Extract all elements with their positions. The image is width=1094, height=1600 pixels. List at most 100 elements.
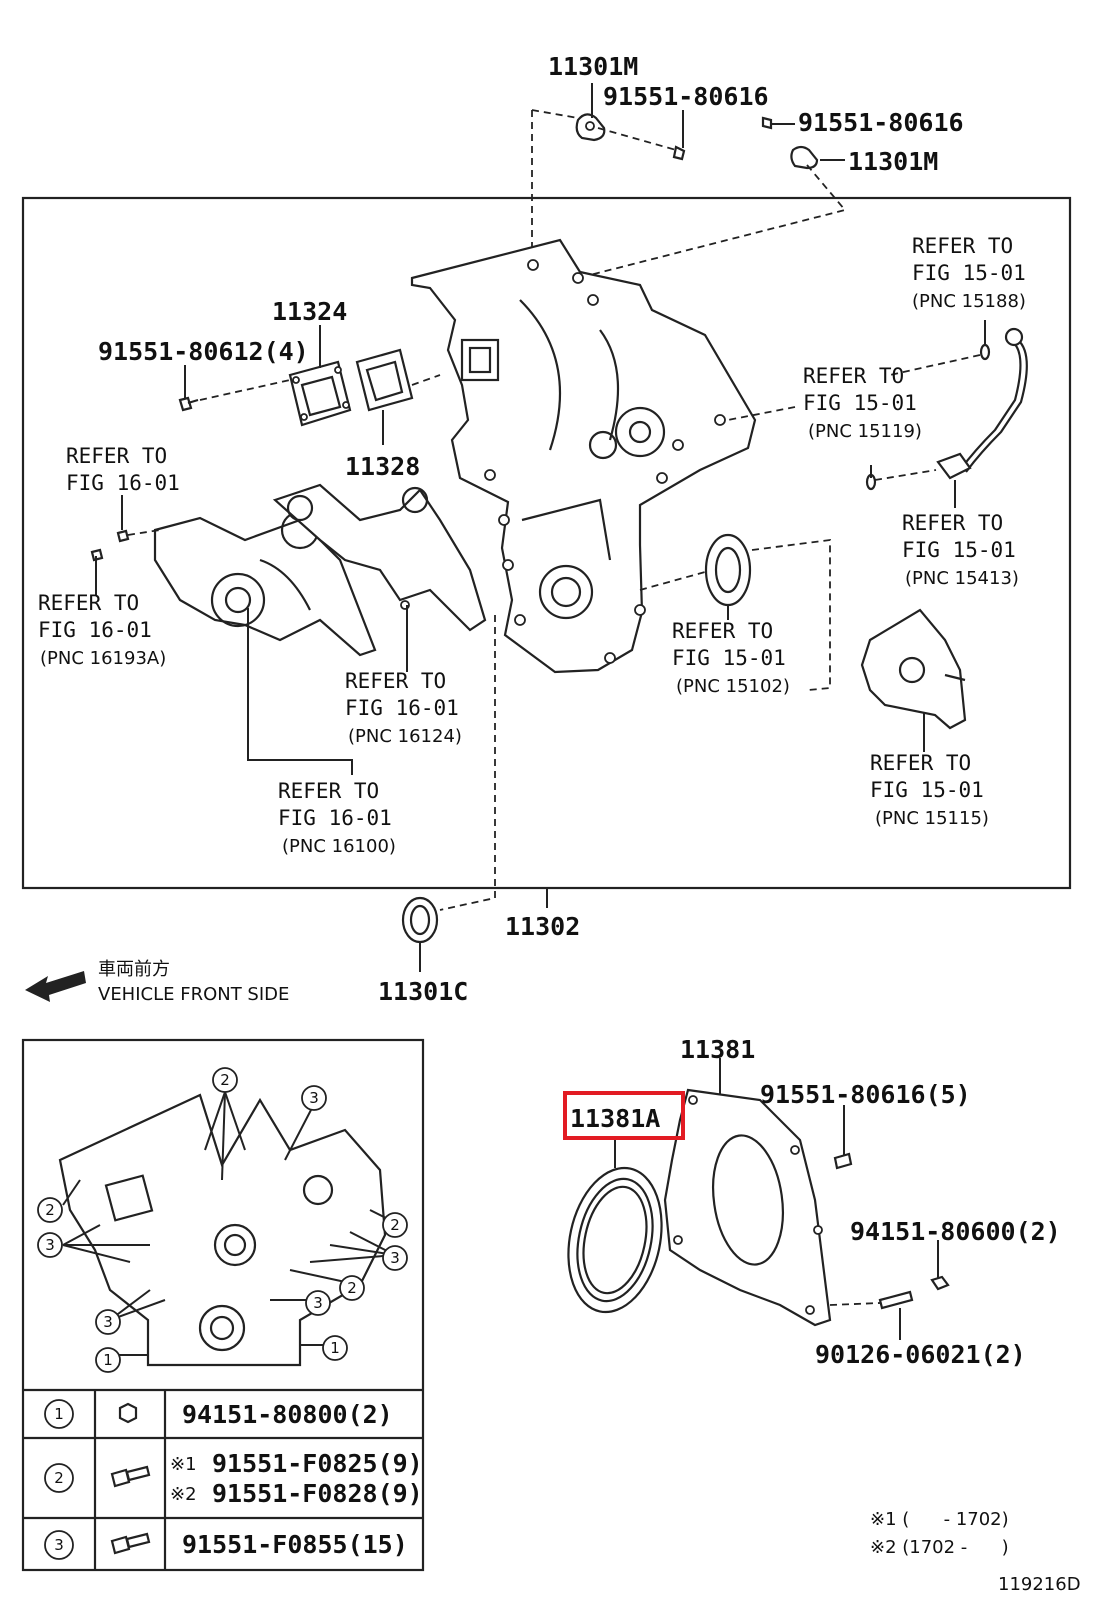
nut-94151-80600[interactable]	[930, 1275, 950, 1291]
vehicle-front-en: VEHICLE FRONT SIDE	[98, 984, 289, 1005]
note-1: ※1 ( - 1702)	[870, 1509, 1009, 1530]
vehicle-front-jp: 車両前方	[98, 959, 170, 980]
flange-bolt-icon	[110, 1532, 151, 1555]
label-11301C[interactable]: 11301C	[378, 977, 468, 1006]
svg-text:(PNC 15188): (PNC 15188)	[912, 291, 1026, 312]
highlight-box-11381A	[563, 1091, 685, 1140]
svg-text:REFER TO: REFER TO	[902, 511, 1003, 535]
svg-text:1: 1	[103, 1351, 113, 1369]
svg-text:3: 3	[45, 1236, 55, 1254]
svg-text:(PNC 15102): (PNC 15102)	[676, 676, 790, 697]
bolt-91551-80616-b[interactable]	[761, 116, 795, 130]
inset-callouts: 2 3 2 3 2 3 2 3 3 1 1	[37, 1067, 408, 1373]
svg-text:FIG 16-01: FIG 16-01	[278, 806, 392, 830]
svg-text:REFER TO: REFER TO	[803, 364, 904, 388]
ref-15115[interactable]: REFER TO FIG 15-01 (PNC 15115)	[870, 751, 989, 829]
ref-15413[interactable]: REFER TO FIG 15-01 (PNC 15413)	[902, 511, 1019, 589]
bolt-91551-80616-5[interactable]	[833, 1140, 853, 1170]
legend-row-2-num: 2	[54, 1469, 64, 1487]
svg-text:REFER TO: REFER TO	[912, 234, 1013, 258]
nut-icon	[118, 1402, 138, 1424]
svg-text:1: 1	[330, 1339, 340, 1357]
svg-text:(PNC 15119): (PNC 15119)	[808, 421, 922, 442]
label-11324[interactable]: 11324	[272, 297, 347, 326]
figure-id: 119216D	[998, 1574, 1081, 1595]
ref-15102[interactable]: REFER TO FIG 15-01 (PNC 15102)	[672, 619, 790, 697]
ref-16124[interactable]: REFER TO FIG 16-01 (PNC 16124)	[345, 669, 462, 747]
legend-row-3-num: 3	[54, 1536, 64, 1554]
ref-16-01[interactable]: REFER TO FIG 16-01	[66, 444, 180, 495]
svg-text:FIG 15-01: FIG 15-01	[870, 778, 984, 802]
svg-text:3: 3	[309, 1089, 319, 1107]
stud-90126-06021[interactable]	[878, 1290, 914, 1310]
ref-16100[interactable]: REFER TO FIG 16-01 (PNC 16100)	[278, 779, 396, 857]
svg-text:(PNC 16124): (PNC 16124)	[348, 726, 462, 747]
label-91551-80616-a[interactable]: 91551-80616	[603, 82, 769, 111]
bolts-refer-16-01[interactable]	[90, 529, 130, 562]
svg-text:2: 2	[347, 1279, 357, 1297]
svg-text:2: 2	[390, 1216, 400, 1234]
inset-frame	[21, 1038, 425, 1572]
svg-text:REFER TO: REFER TO	[345, 669, 446, 693]
legend-row-2: 2 ※1 91551-F0825(9) ※2 91551-F0828(9)	[44, 1449, 423, 1508]
svg-text:FIG 15-01: FIG 15-01	[672, 646, 786, 670]
svg-text:REFER TO: REFER TO	[66, 444, 167, 468]
legend-row-3-part: 91551-F0855(15)	[182, 1530, 408, 1559]
timing-chain-cover[interactable]	[410, 238, 757, 674]
oil-pipe[interactable]	[936, 327, 1028, 480]
stud-15188[interactable]	[979, 343, 991, 361]
svg-text:REFER TO: REFER TO	[672, 619, 773, 643]
svg-text:3: 3	[390, 1249, 400, 1267]
label-11302[interactable]: 11302	[505, 912, 580, 941]
bolt-91551-80616-a[interactable]	[672, 145, 686, 161]
svg-text:REFER TO: REFER TO	[38, 591, 139, 615]
label-91551-80616-b[interactable]: 91551-80616	[798, 108, 964, 137]
svg-text:FIG 15-01: FIG 15-01	[803, 391, 917, 415]
svg-text:REFER TO: REFER TO	[278, 779, 379, 803]
legend-row-1-part: 94151-80800(2)	[182, 1400, 393, 1429]
svg-text:FIG 15-01: FIG 15-01	[912, 261, 1026, 285]
label-11301M-right[interactable]: 11301M	[848, 147, 938, 176]
label-91551-80616-5[interactable]: 91551-80616(5)	[760, 1080, 971, 1109]
svg-text:FIG 15-01: FIG 15-01	[902, 538, 1016, 562]
svg-text:3: 3	[103, 1313, 113, 1331]
label-11301M-top[interactable]: 11301M	[548, 52, 638, 81]
legend-row-2-part-1: 91551-F0825(9)	[212, 1449, 423, 1478]
note-2: ※2 (1702 - )	[870, 1537, 1009, 1558]
crank-pulley-seal[interactable]	[704, 533, 752, 607]
seal-11301C[interactable]	[401, 896, 439, 944]
label-91551-80612[interactable]: 91551-80612(4)	[98, 337, 309, 366]
svg-text:REFER TO: REFER TO	[870, 751, 971, 775]
vehicle-front-arrow-icon	[25, 971, 86, 1002]
oil-pump[interactable]	[860, 608, 967, 730]
water-pump-gasket[interactable]	[272, 483, 487, 632]
label-11381[interactable]: 11381	[680, 1035, 755, 1064]
svg-text:(PNC 15413): (PNC 15413)	[905, 568, 1019, 589]
gasket-11324[interactable]	[288, 360, 352, 427]
svg-text:3: 3	[313, 1294, 323, 1312]
sensor-11301M-right[interactable]	[790, 145, 845, 170]
ref-15119[interactable]: REFER TO FIG 15-01 (PNC 15119)	[803, 364, 922, 442]
label-11328[interactable]: 11328	[345, 452, 420, 481]
svg-text:(PNC 15115): (PNC 15115)	[875, 808, 989, 829]
rear-oil-seal-11381A[interactable]	[556, 1159, 674, 1321]
label-11381A[interactable]: 11381A	[570, 1104, 660, 1133]
svg-text:2: 2	[45, 1201, 55, 1219]
svg-text:(PNC 16100): (PNC 16100)	[282, 836, 396, 857]
legend-row-3: 3 91551-F0855(15)	[44, 1530, 408, 1560]
ref-16193A[interactable]: REFER TO FIG 16-01 (PNC 16193A)	[38, 591, 166, 669]
svg-text:2: 2	[220, 1071, 230, 1089]
oil-seal-retainer-11381[interactable]	[663, 1088, 832, 1327]
bolt-91551-80612[interactable]	[178, 396, 199, 412]
gasket-11328[interactable]	[355, 348, 414, 412]
svg-text:FIG 16-01: FIG 16-01	[345, 696, 459, 720]
svg-text:FIG 16-01: FIG 16-01	[66, 471, 180, 495]
flange-bolt-icon	[110, 1465, 151, 1488]
ref-15188[interactable]: REFER TO FIG 15-01 (PNC 15188)	[912, 234, 1026, 312]
legend-row-2-part-2: 91551-F0828(9)	[212, 1479, 423, 1508]
sensor-11301M-top[interactable]	[575, 113, 606, 142]
label-94151-80600[interactable]: 94151-80600(2)	[850, 1217, 1061, 1246]
legend-row-2-prefix-2: ※2	[170, 1484, 197, 1505]
label-90126-06021[interactable]: 90126-06021(2)	[815, 1340, 1026, 1369]
